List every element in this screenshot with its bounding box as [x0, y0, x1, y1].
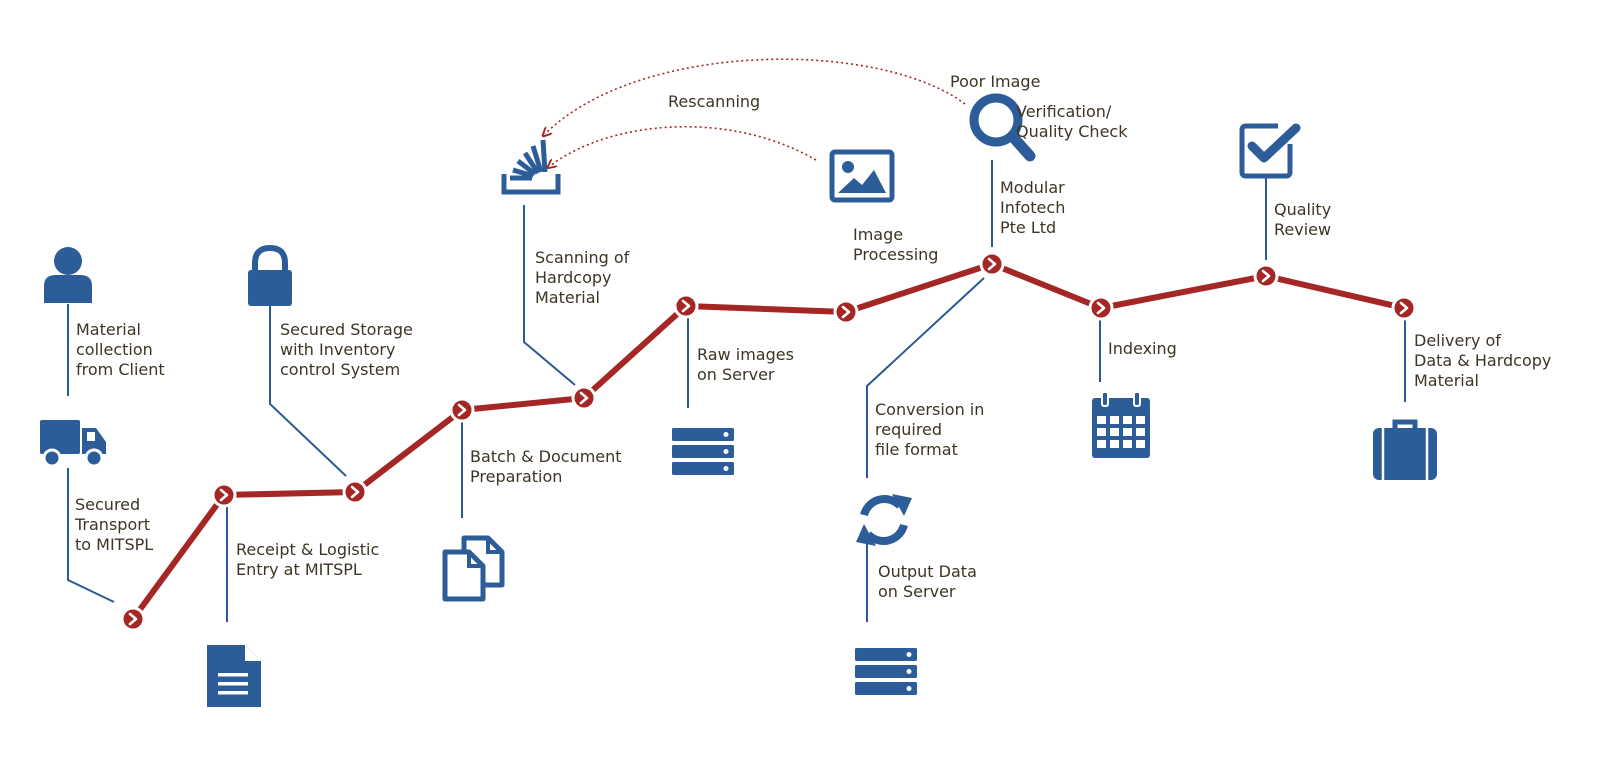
refresh-icon — [856, 494, 912, 546]
step-material-collection: Material collection from Client — [76, 320, 165, 379]
step-scanning: Scanning of Hardcopy Material — [535, 248, 630, 307]
copy-documents-icon — [442, 535, 505, 602]
connector-scanning — [523, 205, 576, 386]
step-batch-preparation: Batch & Document Preparation — [470, 447, 622, 486]
step-verification: Verification/ Quality Check — [1016, 102, 1128, 141]
step-delivery: Delivery of Data & Hardcopy Material — [1414, 331, 1552, 390]
server-icon — [672, 428, 734, 475]
server-icon — [855, 648, 917, 695]
node-verification — [979, 251, 1005, 277]
scanner-icon — [501, 139, 561, 195]
lock-icon — [248, 244, 292, 306]
node-indexing — [1088, 295, 1114, 321]
node-image-processing — [833, 299, 859, 325]
calendar-icon — [1092, 391, 1150, 458]
step-conversion: Conversion in required file format — [875, 400, 985, 459]
step-indexing: Indexing — [1108, 339, 1177, 358]
step-output-data: Output Data on Server — [878, 562, 977, 601]
magnifier-icon — [969, 93, 1036, 162]
workflow-nodes — [120, 251, 1417, 632]
node-delivery — [1391, 295, 1417, 321]
step-receipt-entry: Receipt & Logistic Entry at MITSPL — [236, 540, 380, 579]
step-image-processing: Image Processing — [853, 225, 939, 264]
step-raw-images: Raw images on Server — [697, 345, 794, 384]
step-rescanning: Rescanning — [668, 92, 761, 111]
node-storage — [342, 479, 368, 505]
node-raw-images — [673, 293, 699, 319]
image-icon — [829, 149, 895, 203]
checkbox-icon — [1239, 123, 1301, 179]
node-scanning — [571, 385, 597, 411]
truck-icon — [40, 420, 106, 468]
document-icon — [207, 645, 261, 707]
connector-truck — [67, 468, 115, 603]
step-poor-image: Poor Image — [950, 72, 1041, 91]
briefcase-icon — [1373, 419, 1437, 480]
node-receipt — [211, 482, 237, 508]
node-quality-review — [1253, 263, 1279, 289]
node-start — [120, 606, 146, 632]
step-quality-review: Quality Review — [1274, 200, 1332, 239]
step-secured-storage: Secured Storage with Inventory control S… — [280, 320, 413, 379]
step-secured-transport: Secured Transport to MITSPL — [75, 495, 154, 554]
step-modular-infotech: Modular Infotech Pte Ltd — [1000, 178, 1066, 237]
connector-conversion — [866, 277, 985, 478]
rescan-arrow-inner — [550, 125, 817, 166]
user-icon — [44, 247, 92, 303]
connector-lines — [67, 160, 1406, 622]
rescanning-arrows — [545, 58, 966, 166]
node-batch — [449, 397, 475, 423]
connector-storage — [269, 300, 347, 477]
